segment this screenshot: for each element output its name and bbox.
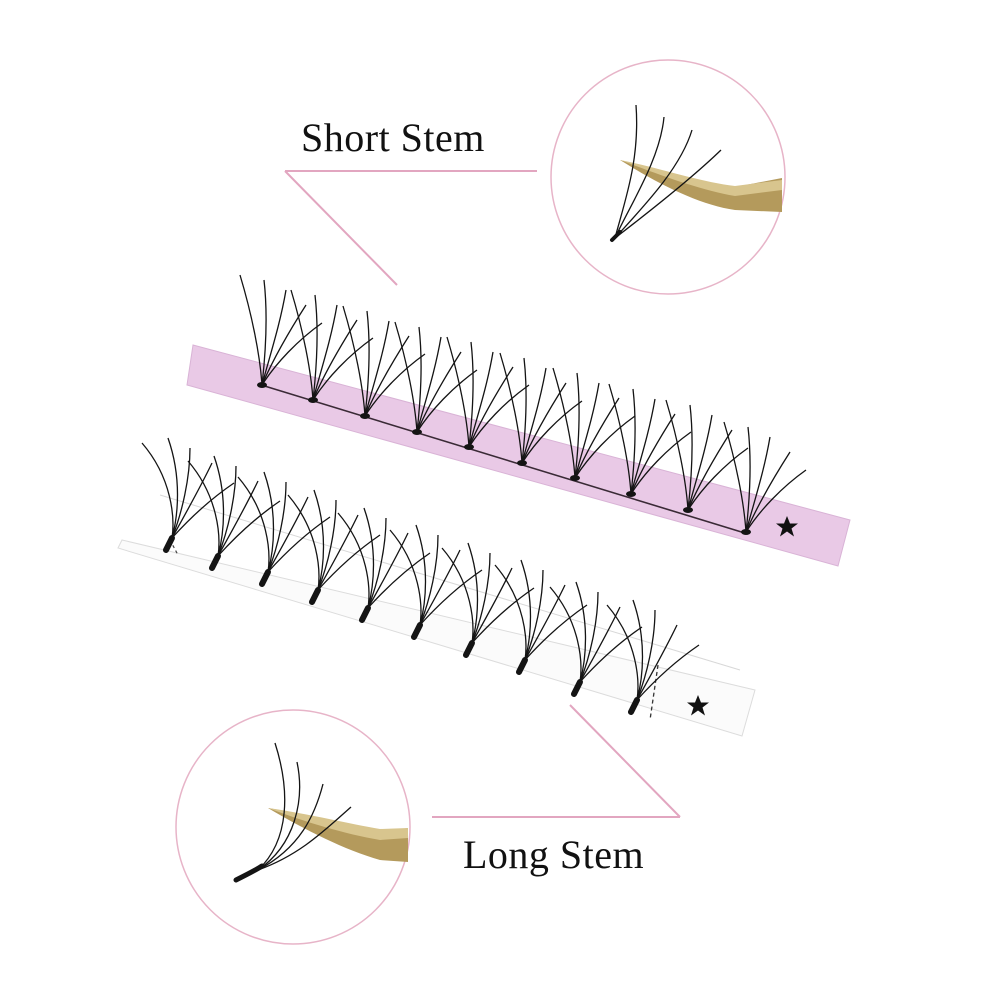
short-stem-label: Short Stem (301, 115, 485, 160)
tweezer-icon (268, 808, 408, 862)
short-stem-closeup (550, 59, 786, 295)
long-stem-closeup (175, 709, 411, 945)
long-stem-lash-closeup (233, 742, 352, 883)
tweezer-icon (620, 160, 782, 212)
long-stem-label: Long Stem (463, 832, 645, 877)
long-stem-fan-strip (117, 438, 756, 737)
short-stem-lash-closeup (610, 104, 722, 242)
short-stem-callout (284, 170, 537, 286)
short-stem-fan-strip (186, 274, 851, 567)
long-stem-callout (432, 704, 681, 818)
